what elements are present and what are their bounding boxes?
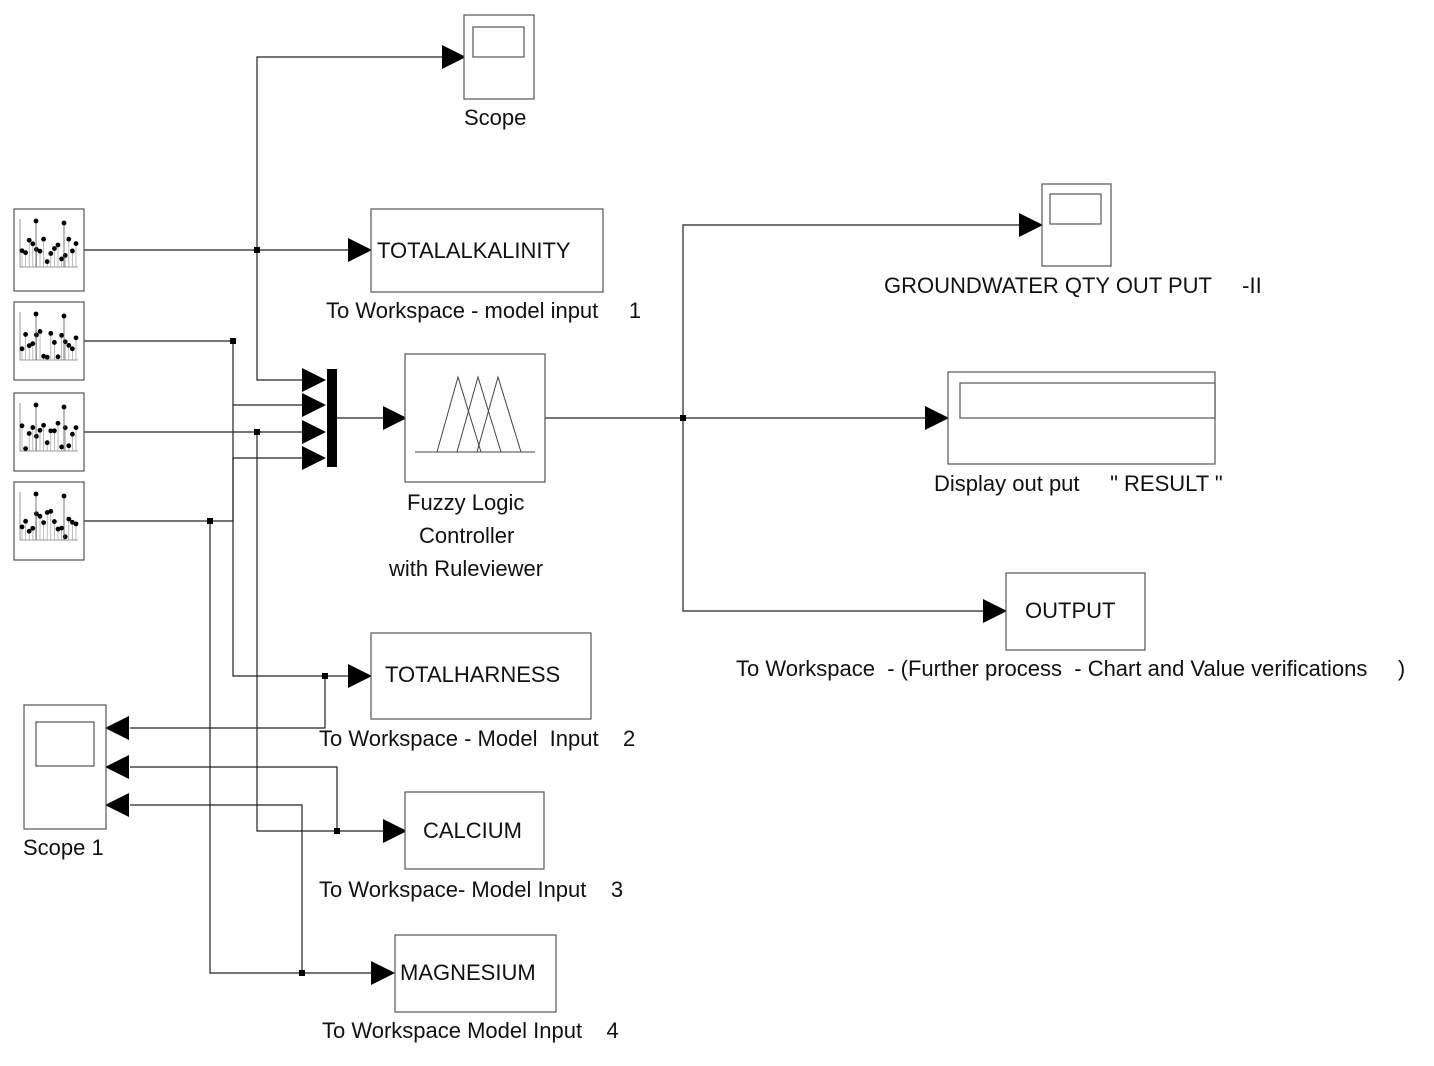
line-scope1-in2 xyxy=(130,766,338,831)
scope-icon xyxy=(1049,193,1102,225)
ws-output-caption: To Workspace - (Further process - Chart … xyxy=(736,656,1406,681)
arrow-harness xyxy=(348,664,372,688)
line-to-mux-4 xyxy=(232,457,304,521)
scatter-plot-icon xyxy=(19,311,79,361)
line-src4-magnesium xyxy=(209,521,372,974)
ws-output-name: OUTPUT xyxy=(1025,598,1116,623)
fuzzy-label-line-1: Fuzzy Logic xyxy=(407,490,525,515)
ws-total-alkalinity-name: TOTALALKALINITY xyxy=(377,238,571,263)
ws-total-harness-caption: To Workspace - Model Input 2 xyxy=(319,726,636,751)
scatter-plot-icon xyxy=(19,218,79,268)
arrow-scope1-2 xyxy=(105,755,129,779)
source-block-2[interactable] xyxy=(13,301,85,381)
line-scope1-in1 xyxy=(130,676,326,729)
ws-total-harness-name: TOTALHARNESS xyxy=(385,662,561,687)
scope-icon xyxy=(472,26,525,58)
arrowheads xyxy=(105,45,1043,985)
line-src3-calcium xyxy=(256,432,383,832)
ws-total-alkalinity-caption: To Workspace - model input 1 xyxy=(326,298,642,323)
ws-magnesium-block[interactable] xyxy=(394,934,557,1013)
ws-total-harness-block[interactable] xyxy=(370,632,592,720)
arrow-gw-scope xyxy=(1019,213,1043,237)
fuzzy-logic-controller-block[interactable] xyxy=(404,353,546,483)
display-label: Display out put " RESULT " xyxy=(934,471,1223,496)
source-block-3[interactable] xyxy=(13,392,85,472)
line-to-scope xyxy=(256,56,442,250)
arrow-mux-1 xyxy=(302,368,326,392)
source-block-1[interactable] xyxy=(13,208,85,292)
arrow-scope1-3 xyxy=(105,793,129,817)
scatter-plot-icon xyxy=(19,402,79,452)
ws-output-block[interactable] xyxy=(1005,572,1146,651)
arrow-scope xyxy=(442,45,466,69)
scope1-block[interactable] xyxy=(23,704,107,830)
arrow-output xyxy=(983,599,1007,623)
scope-block[interactable] xyxy=(463,14,535,100)
line-to-mux-1 xyxy=(256,250,304,381)
arrow-mux-3 xyxy=(302,420,326,444)
line-to-gw-scope xyxy=(682,224,1019,418)
arrow-alkalinity xyxy=(348,238,372,262)
scope-icon xyxy=(35,721,95,767)
fuzzy-label-line-3: with Ruleviewer xyxy=(389,556,544,581)
groundwater-scope-label: GROUNDWATER QTY OUT PUT -II xyxy=(884,273,1262,298)
membership-functions-icon xyxy=(415,375,535,453)
fuzzy-label-line-2: Controller xyxy=(419,523,515,548)
scope1-label: Scope 1 xyxy=(23,835,104,860)
ws-calcium-block[interactable] xyxy=(404,791,545,870)
arrow-mux-4 xyxy=(302,446,326,470)
ws-calcium-caption: To Workspace- Model Input 3 xyxy=(319,877,624,902)
scatter-plot-icon xyxy=(19,491,79,541)
arrow-calcium xyxy=(383,819,407,843)
ws-magnesium-caption: To Workspace Model Input 4 xyxy=(322,1018,619,1043)
arrow-fuzzy xyxy=(383,406,407,430)
ws-total-alkalinity-block[interactable] xyxy=(370,208,604,293)
ws-calcium-name: CALCIUM xyxy=(423,818,523,843)
signal-lines xyxy=(84,56,1019,974)
groundwater-scope-block[interactable] xyxy=(1041,183,1112,267)
mux-bar-icon[interactable] xyxy=(327,369,337,467)
ws-magnesium-name: MAGNESIUM xyxy=(400,960,536,985)
display-block[interactable] xyxy=(947,371,1216,465)
arrow-display xyxy=(925,406,949,430)
display-icon xyxy=(959,382,1216,419)
line-src2-harness xyxy=(232,341,350,677)
arrow-mux-2 xyxy=(302,393,326,417)
junction-dots xyxy=(207,247,686,976)
line-scope1-in3 xyxy=(130,804,303,973)
arrow-magnesium xyxy=(371,961,395,985)
source-block-4[interactable] xyxy=(13,481,85,561)
line-to-output xyxy=(682,418,983,612)
scope-label: Scope xyxy=(464,105,527,130)
arrow-scope1-1 xyxy=(105,716,129,740)
